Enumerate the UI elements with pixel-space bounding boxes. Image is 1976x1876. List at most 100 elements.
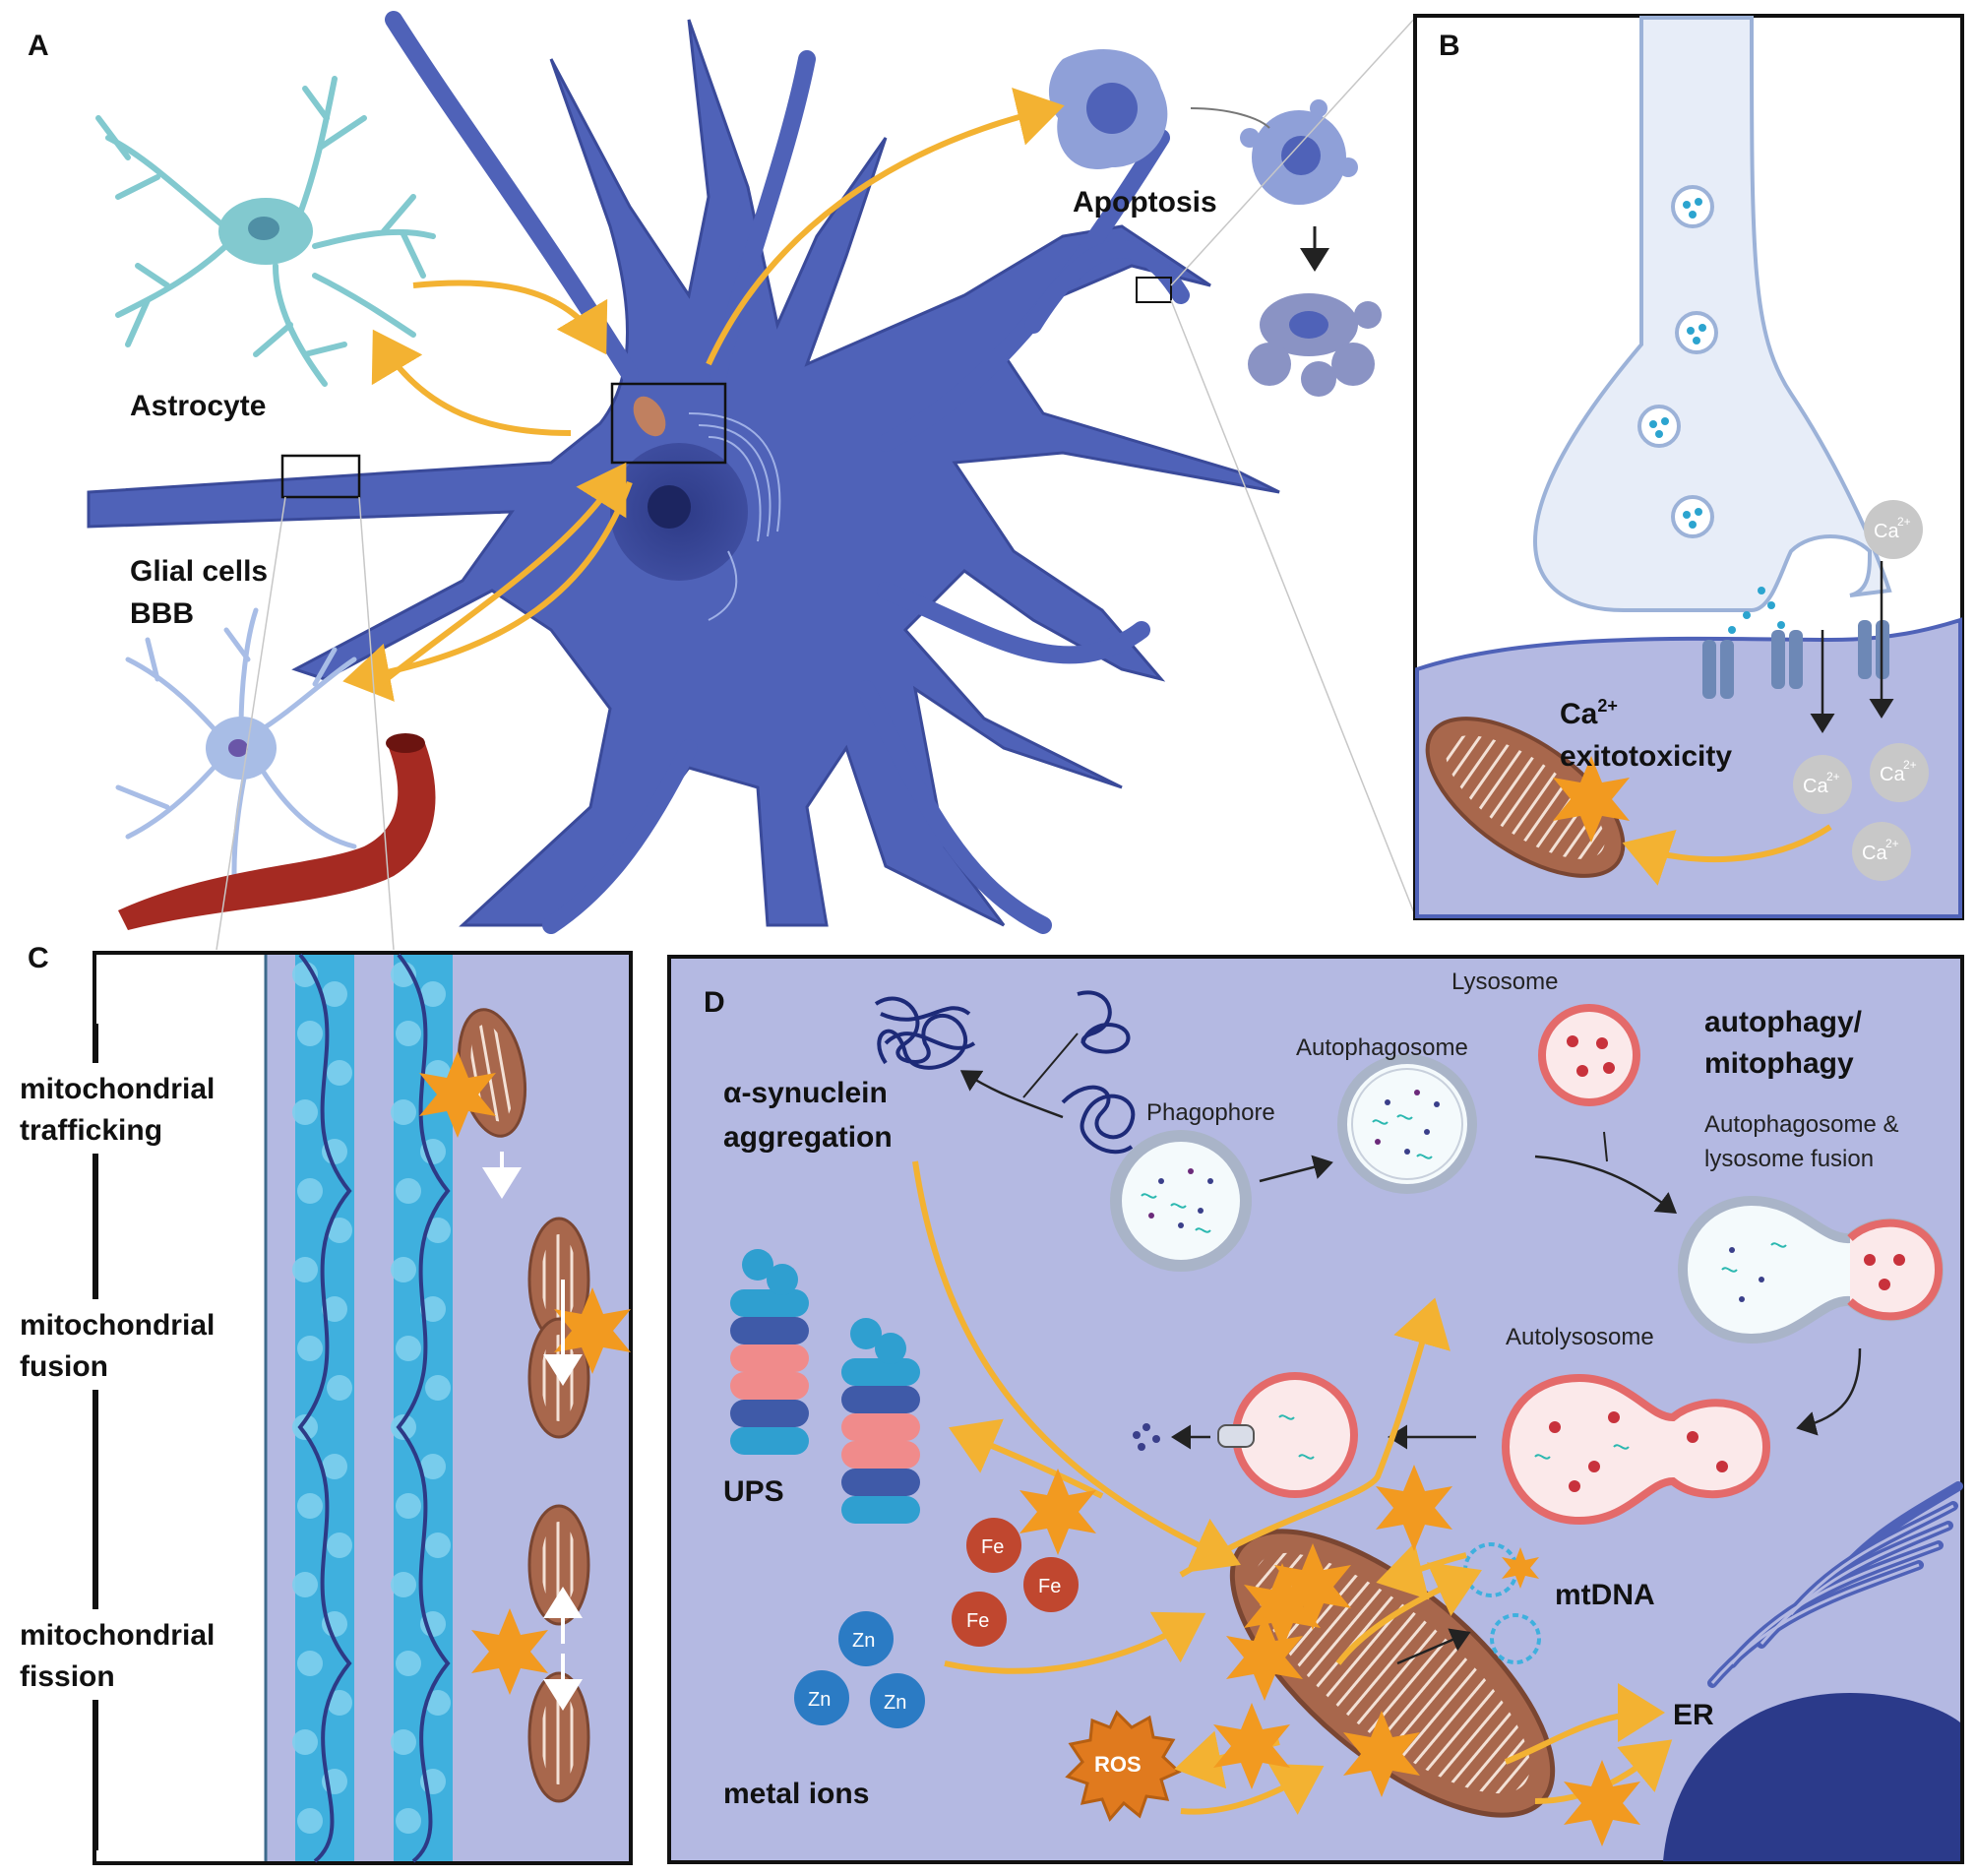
panel-d-letter: D — [704, 986, 725, 1019]
fe-ions: Fe Fe Fe — [952, 1518, 1079, 1647]
fe-label: Fe — [1038, 1576, 1061, 1597]
presynaptic-terminal — [1532, 16, 1892, 612]
fusion-label-2: lysosome fusion — [1704, 1146, 1874, 1172]
d-star-ups — [1019, 1469, 1096, 1555]
residual-vesicle — [1133, 1372, 1358, 1498]
c-label-fusion-2: fusion — [20, 1350, 108, 1383]
autophagy-label-2: mitophagy — [1704, 1047, 1854, 1080]
d-star-ros — [1213, 1703, 1290, 1789]
panel-a-arrows — [342, 88, 1065, 702]
phagophore-label: Phagophore — [1146, 1099, 1275, 1126]
panel-b-ca-title: Ca2+ — [1560, 696, 1618, 730]
fe-label: Fe — [981, 1536, 1004, 1558]
microtubule-1 — [292, 953, 354, 1863]
er-cisternae-outline — [1710, 1504, 1954, 1684]
glial-label-line1: Glial cells — [130, 555, 268, 588]
panel-c: C — [14, 942, 633, 1865]
ca-ion-sup: 2+ — [1897, 515, 1911, 529]
zn-label: Zn — [808, 1689, 831, 1711]
panel-d: D α-synuclein aggregation Phagophore — [667, 955, 1964, 1864]
synuclein-arrow — [959, 1070, 1064, 1119]
apoptosis-cell-3 — [1248, 293, 1382, 397]
c-star-fission — [471, 1608, 548, 1695]
c-star-fusion — [554, 1287, 631, 1374]
calcium-channels — [1702, 620, 1889, 699]
panel-b-arrow — [1622, 824, 1832, 886]
fusion-label-1: Autophagosome & — [1704, 1111, 1898, 1138]
neuron-mitochondrion — [633, 396, 666, 437]
autophagosome — [1337, 1054, 1477, 1194]
autophagosome-lysosome-fusion — [1677, 1195, 1945, 1344]
ca-ion-sup: 2+ — [1826, 770, 1840, 783]
microtubule-2 — [391, 953, 453, 1863]
apoptosis-cell-1 — [1048, 49, 1168, 169]
ups-label: UPS — [723, 1475, 784, 1508]
mtdna-label: mtDNA — [1555, 1579, 1655, 1611]
apoptosis-cell-2 — [1240, 99, 1358, 205]
d-star-er — [1564, 1760, 1640, 1846]
astrocyte-cell — [95, 76, 436, 387]
d-star-mito-4 — [1343, 1711, 1420, 1797]
neuron-nucleolus — [648, 485, 691, 529]
ca-ion-1: Ca 2+ — [1864, 500, 1923, 559]
alpha-synuclein-aggregate — [874, 996, 976, 1070]
zn-ions: Zn Zn Zn — [794, 1611, 925, 1728]
zn-label: Zn — [884, 1692, 906, 1714]
nucleus-d — [1663, 1693, 1960, 1861]
panel-a: A — [28, 11, 1382, 934]
zoom-box-axon — [280, 454, 361, 499]
phago-to-auto-arrow — [1259, 1155, 1333, 1183]
panel-c-letter: C — [28, 942, 49, 974]
er-label: ER — [1673, 1699, 1714, 1731]
astrocyte-label: Astrocyte — [130, 390, 266, 422]
c-mito-fission-top — [527, 1504, 590, 1626]
glial-label-line2: BBB — [130, 597, 194, 630]
ca-ion-sup: 2+ — [1903, 758, 1917, 772]
ca-ion-label: Ca — [1874, 521, 1899, 542]
ros-label: ROS — [1094, 1752, 1142, 1777]
c-mito-fission-bottom — [527, 1671, 590, 1803]
fusion-to-autolysosome-arrow — [1796, 1347, 1862, 1436]
phagophore — [1110, 1130, 1252, 1272]
panel-b-mitochondrion — [1425, 717, 1626, 878]
proteasome-2 — [841, 1318, 920, 1524]
blood-vessel — [118, 733, 436, 930]
d-star-autophagy — [1376, 1465, 1452, 1551]
c-mito-fusion-top — [527, 1217, 590, 1343]
synuclein-label-1: α-synuclein — [723, 1077, 888, 1109]
d-mito-to-mtdna-arrow — [1396, 1628, 1471, 1665]
lysosome-link — [1603, 1131, 1608, 1162]
ros-burst: ROS — [1065, 1710, 1182, 1822]
panel-a-letter: A — [28, 30, 49, 62]
c-label-fission-1: mitochondrial — [20, 1619, 215, 1652]
zoom-box-spine — [1136, 277, 1172, 303]
alpha-synuclein-strand-2 — [1061, 1085, 1136, 1155]
lysosome — [1538, 1004, 1640, 1106]
ca-ion-4: Ca 2+ — [1852, 822, 1911, 881]
c-label-fission-2: fission — [20, 1660, 115, 1693]
proteasome-1 — [730, 1249, 809, 1455]
panel-b-letter: B — [1439, 30, 1460, 62]
panel-b: Ca 2+ Ca 2+ Ca 2+ Ca 2+ — [1413, 14, 1964, 920]
zoom-guides — [216, 15, 1418, 951]
synuclein-label-2: aggregation — [723, 1121, 893, 1154]
autophagosome-label: Autophagosome — [1296, 1034, 1468, 1061]
fe-label: Fe — [966, 1610, 989, 1632]
apoptosis-label: Apoptosis — [1073, 186, 1217, 219]
ca-ions: Ca 2+ Ca 2+ Ca 2+ Ca 2+ — [1793, 500, 1929, 881]
neuron-er — [688, 412, 781, 621]
panel-b-star — [1553, 756, 1630, 843]
c-star-trafficking — [419, 1051, 496, 1138]
panel-b-exito-label: exitotoxicity — [1560, 740, 1732, 773]
lysosome-label: Lysosome — [1451, 969, 1559, 995]
ca-ion-label: Ca — [1880, 764, 1905, 785]
ca-ion-3: Ca 2+ — [1870, 743, 1929, 802]
d-star-mito-2 — [1274, 1543, 1351, 1630]
c-label-trafficking-1: mitochondrial — [20, 1073, 215, 1105]
alpha-synuclein-strand-1 — [1077, 990, 1131, 1054]
panel-d-stars — [1019, 1465, 1640, 1846]
ca-ion-sup: 2+ — [1885, 837, 1899, 850]
ca-ion-2: Ca 2+ — [1793, 755, 1852, 814]
zoom-box-center — [610, 382, 727, 465]
